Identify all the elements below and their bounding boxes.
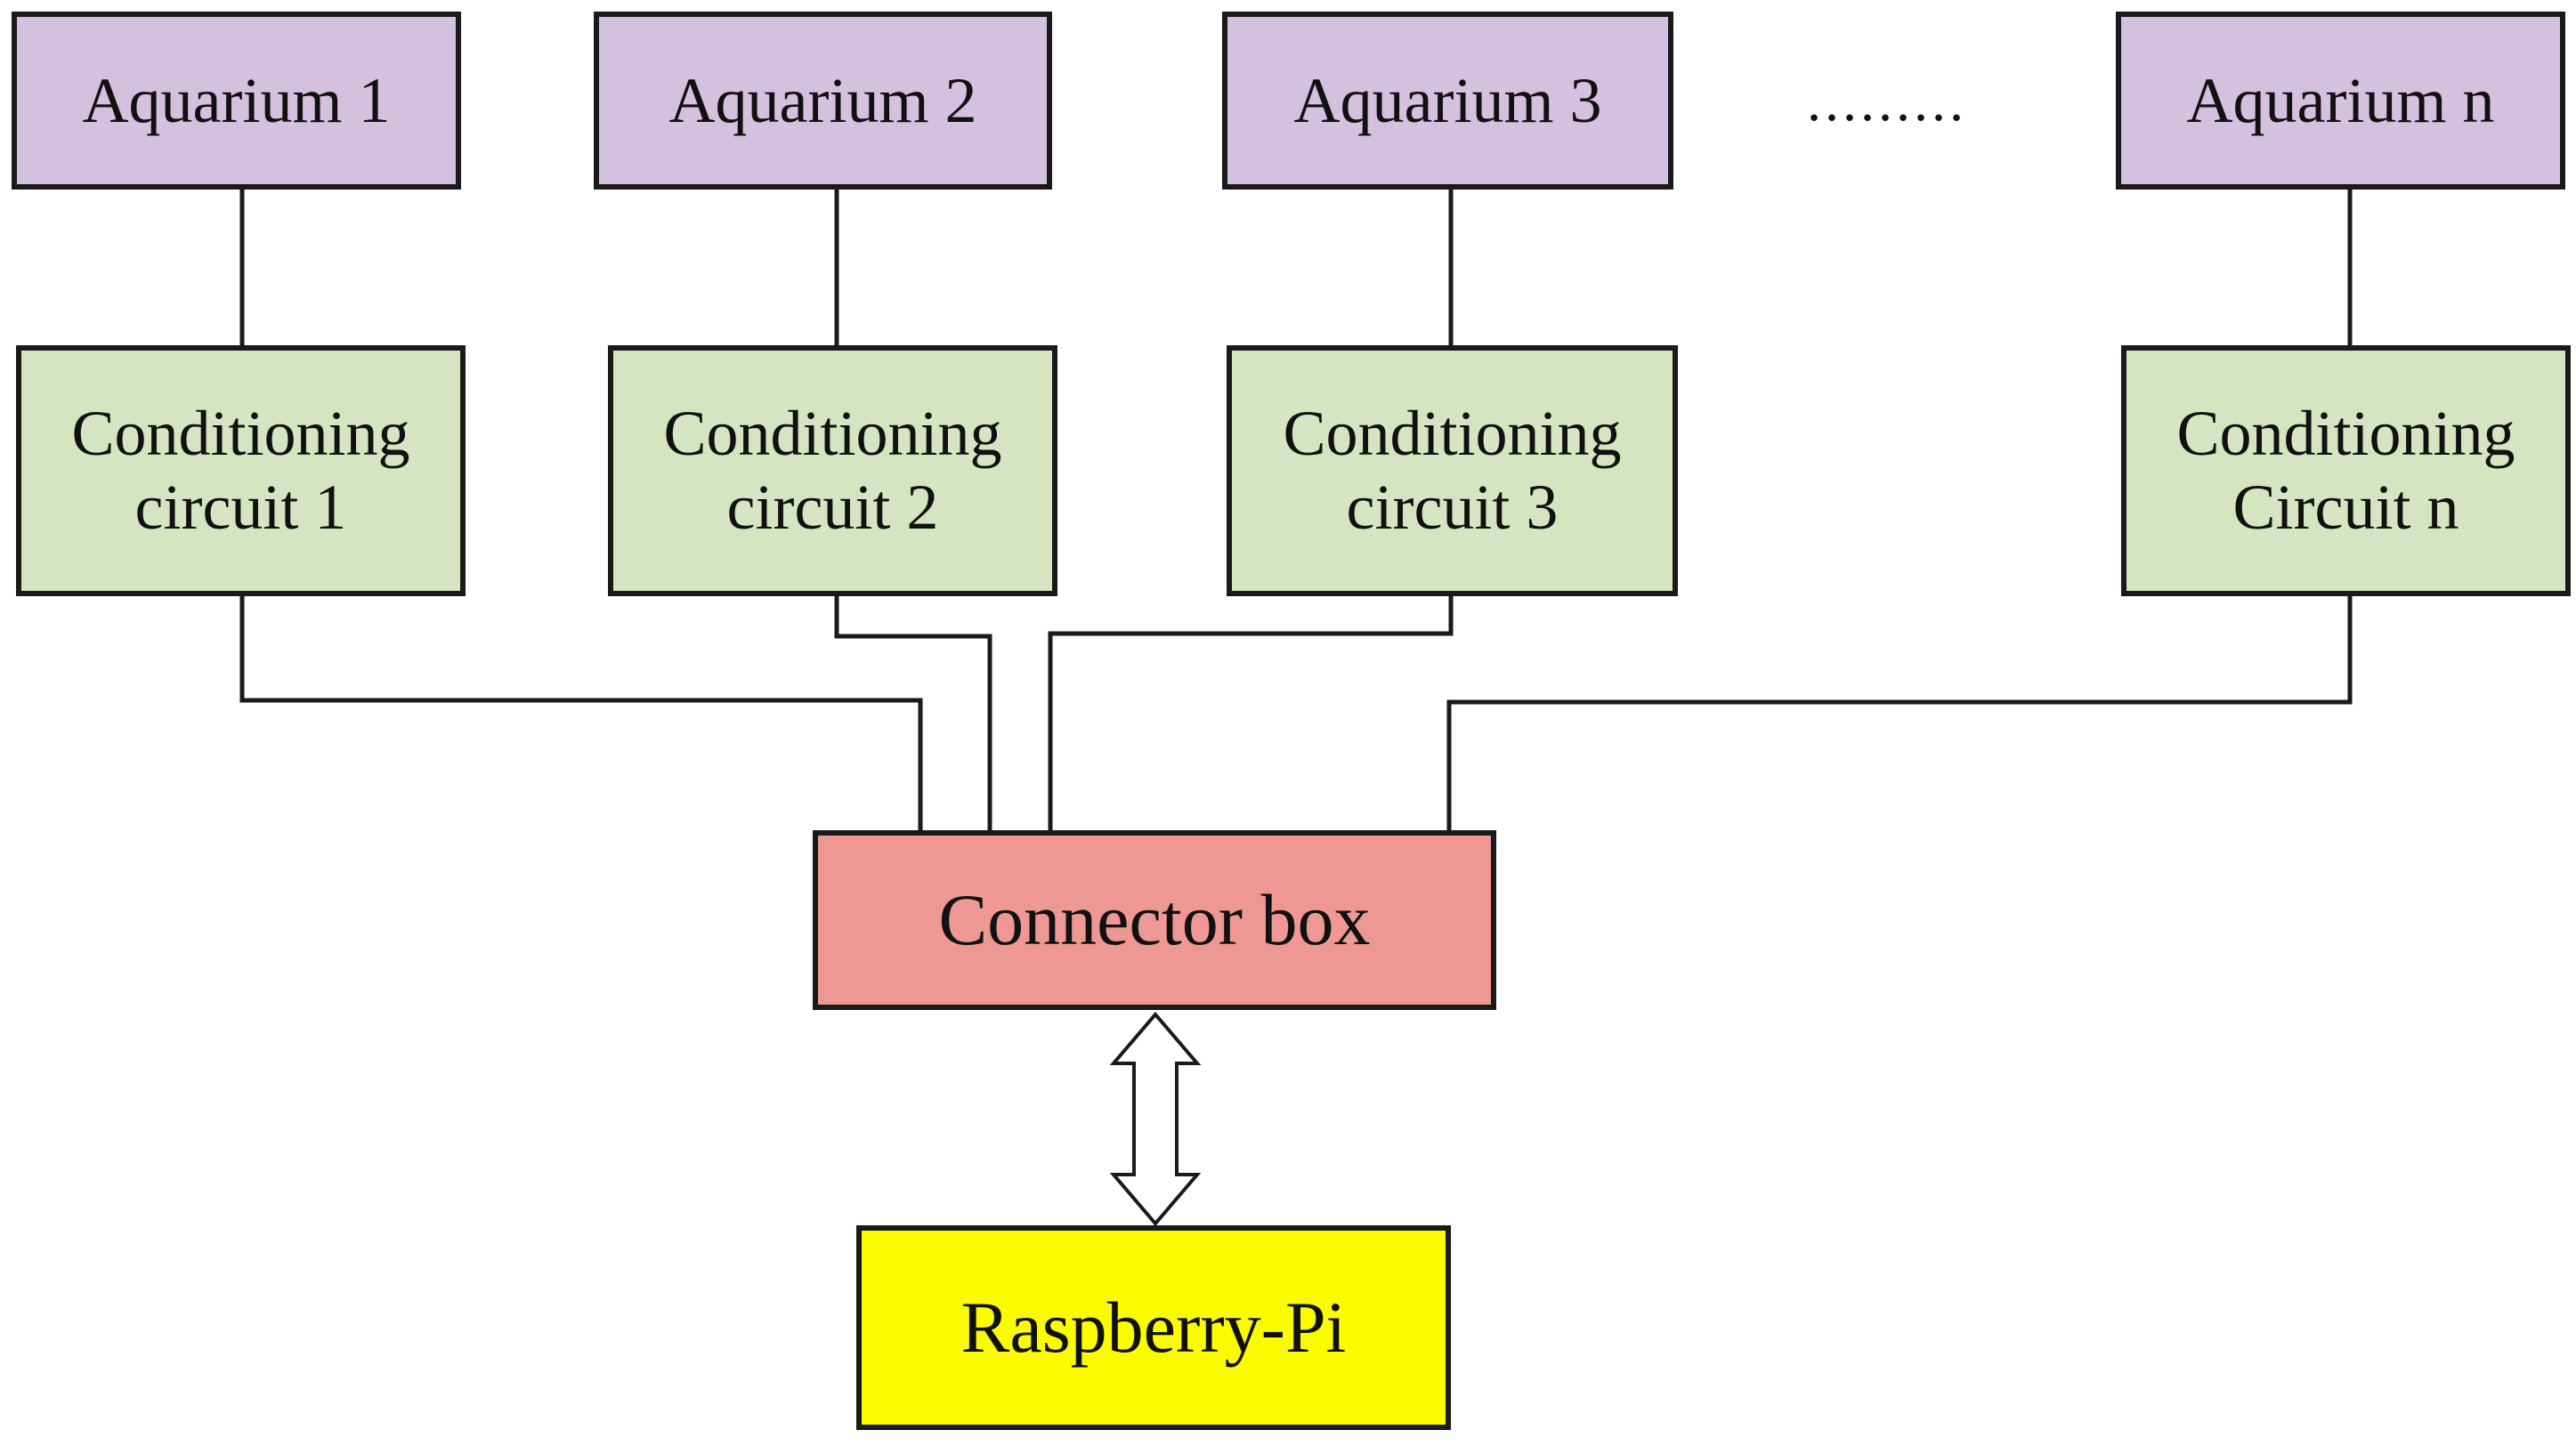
raspberry-pi-box: Raspberry-Pi (856, 1225, 1451, 1430)
conditioning-circuit-n-box: Conditioning Circuit n (2121, 345, 2571, 596)
wire-circuit-n (1446, 596, 2353, 832)
aquarium-3-label: Aquarium 3 (1293, 64, 1602, 136)
conditioning-circuit-2-box: Conditioning circuit 2 (608, 345, 1057, 596)
bidirectional-arrow (1109, 1011, 1202, 1227)
wire-circuit-1 (239, 596, 923, 832)
ellipsis: ......... (1807, 69, 1967, 133)
wire-circuit-3 (1048, 596, 1454, 832)
aquarium-2-label: Aquarium 2 (668, 64, 977, 136)
aquarium-1-label: Aquarium 1 (82, 64, 391, 136)
conditioning-circuit-n-line2: Circuit n (2232, 472, 2459, 543)
aquarium-n-box: Aquarium n (2116, 12, 2565, 190)
conditioning-circuit-1-line2: circuit 1 (134, 472, 347, 543)
aquarium-2-box: Aquarium 2 (594, 12, 1052, 190)
conditioning-circuit-3-box: Conditioning circuit 3 (1227, 345, 1678, 596)
aquarium-1-box: Aquarium 1 (12, 12, 461, 190)
aquarium-3-box: Aquarium 3 (1222, 12, 1673, 190)
connector-box-label: Connector box (938, 878, 1371, 960)
conditioning-circuit-1-box: Conditioning circuit 1 (16, 345, 466, 596)
conditioning-circuit-n-line1: Conditioning (2176, 398, 2515, 470)
conditioning-circuit-2-line1: Conditioning (663, 398, 1002, 470)
aquarium-n-label: Aquarium n (2186, 64, 2495, 136)
conditioning-circuit-3-line2: circuit 3 (1346, 472, 1559, 543)
conditioning-circuit-1-line1: Conditioning (71, 398, 410, 470)
conditioning-circuit-2-line2: circuit 2 (726, 472, 939, 543)
raspberry-pi-label: Raspberry-Pi (960, 1286, 1347, 1368)
connector-box: Connector box (813, 830, 1496, 1010)
conditioning-circuit-3-line1: Conditioning (1283, 398, 1622, 470)
wire-circuit-2 (834, 596, 992, 832)
